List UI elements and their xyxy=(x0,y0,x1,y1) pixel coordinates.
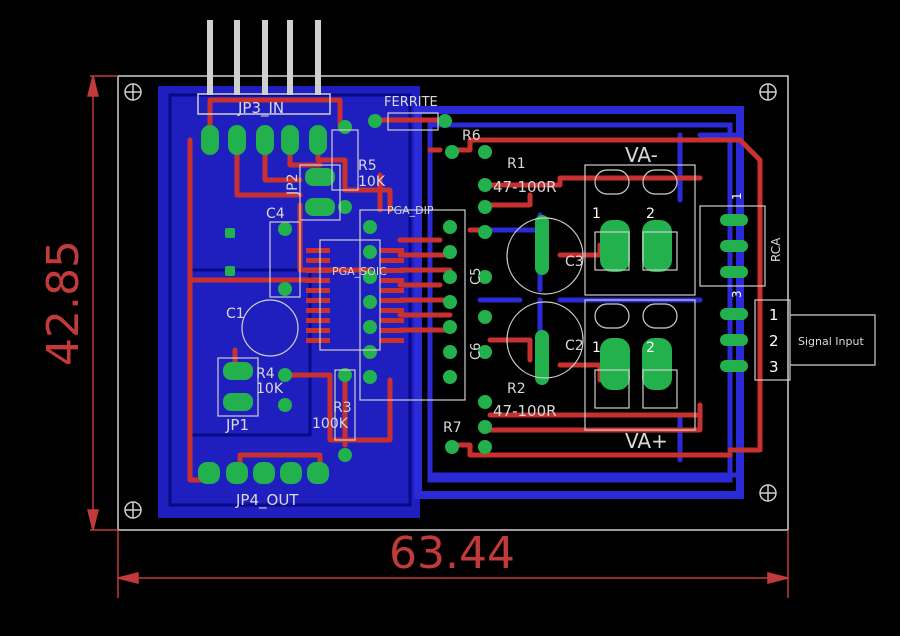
signal-input-label: Signal Input xyxy=(798,335,864,348)
c5-label: C5 xyxy=(469,268,484,285)
jp2-label: JP2 xyxy=(285,174,301,196)
r6-label: R6 xyxy=(462,128,481,144)
header-pins-jp3 xyxy=(207,20,321,95)
silkscreen xyxy=(217,112,876,441)
r3-label: R3 xyxy=(333,400,352,416)
terminal-pin-label: 1 xyxy=(592,206,601,222)
jp4-label: JP4_OUT xyxy=(235,491,299,510)
jp1-label: JP1 xyxy=(225,416,249,434)
ferrite-label: FERRITE xyxy=(384,95,438,110)
r5-value: 10K xyxy=(358,174,386,190)
pga-dip-label: PGA_DIP xyxy=(387,204,434,217)
terminal-pin-label: 1 xyxy=(592,340,601,356)
r4-label: R4 xyxy=(256,366,275,382)
signal-pin-label: 1 xyxy=(769,306,779,324)
r2-value: 47-100R xyxy=(493,402,557,420)
dimension-lines xyxy=(87,75,789,598)
c4-label: C4 xyxy=(266,206,285,222)
top-traces xyxy=(187,97,763,483)
signal-pin-label: 3 xyxy=(769,358,779,376)
mounting-holes xyxy=(124,83,777,519)
r3-value: 100K xyxy=(312,416,349,432)
dimension-height-label: 42.85 xyxy=(38,240,89,366)
dimension-width-label: 63.44 xyxy=(389,528,515,579)
terminal-pin-label: 2 xyxy=(646,340,655,356)
pga-soic-label: PGA_SOIC xyxy=(332,265,387,278)
va-minus-label: VA- xyxy=(625,143,658,167)
c6-label: C6 xyxy=(469,343,484,360)
va-plus-label: VA+ xyxy=(625,429,668,453)
c1-label: C1 xyxy=(226,306,245,322)
rca-label: RCA xyxy=(769,237,783,262)
rca-pin-label: 1 xyxy=(730,192,744,200)
r5-label: R5 xyxy=(358,158,377,174)
c2-label: C2 xyxy=(565,338,584,354)
signal-pin-label: 2 xyxy=(769,332,779,350)
c3-label: C3 xyxy=(565,254,584,270)
jp3-label: JP3_IN xyxy=(237,99,284,118)
rca-pin-label: 3 xyxy=(730,290,744,298)
r4-value: 10K xyxy=(256,381,284,397)
r1-label: R1 xyxy=(507,156,526,172)
r7-label: R7 xyxy=(443,420,462,436)
board-outline xyxy=(117,75,789,531)
terminal-pin-label: 2 xyxy=(646,206,655,222)
r1-value: 47-100R xyxy=(493,178,557,196)
jp3-outline xyxy=(197,93,331,115)
soic-pads xyxy=(306,248,404,343)
r2-label: R2 xyxy=(507,381,526,397)
pads xyxy=(198,114,748,484)
